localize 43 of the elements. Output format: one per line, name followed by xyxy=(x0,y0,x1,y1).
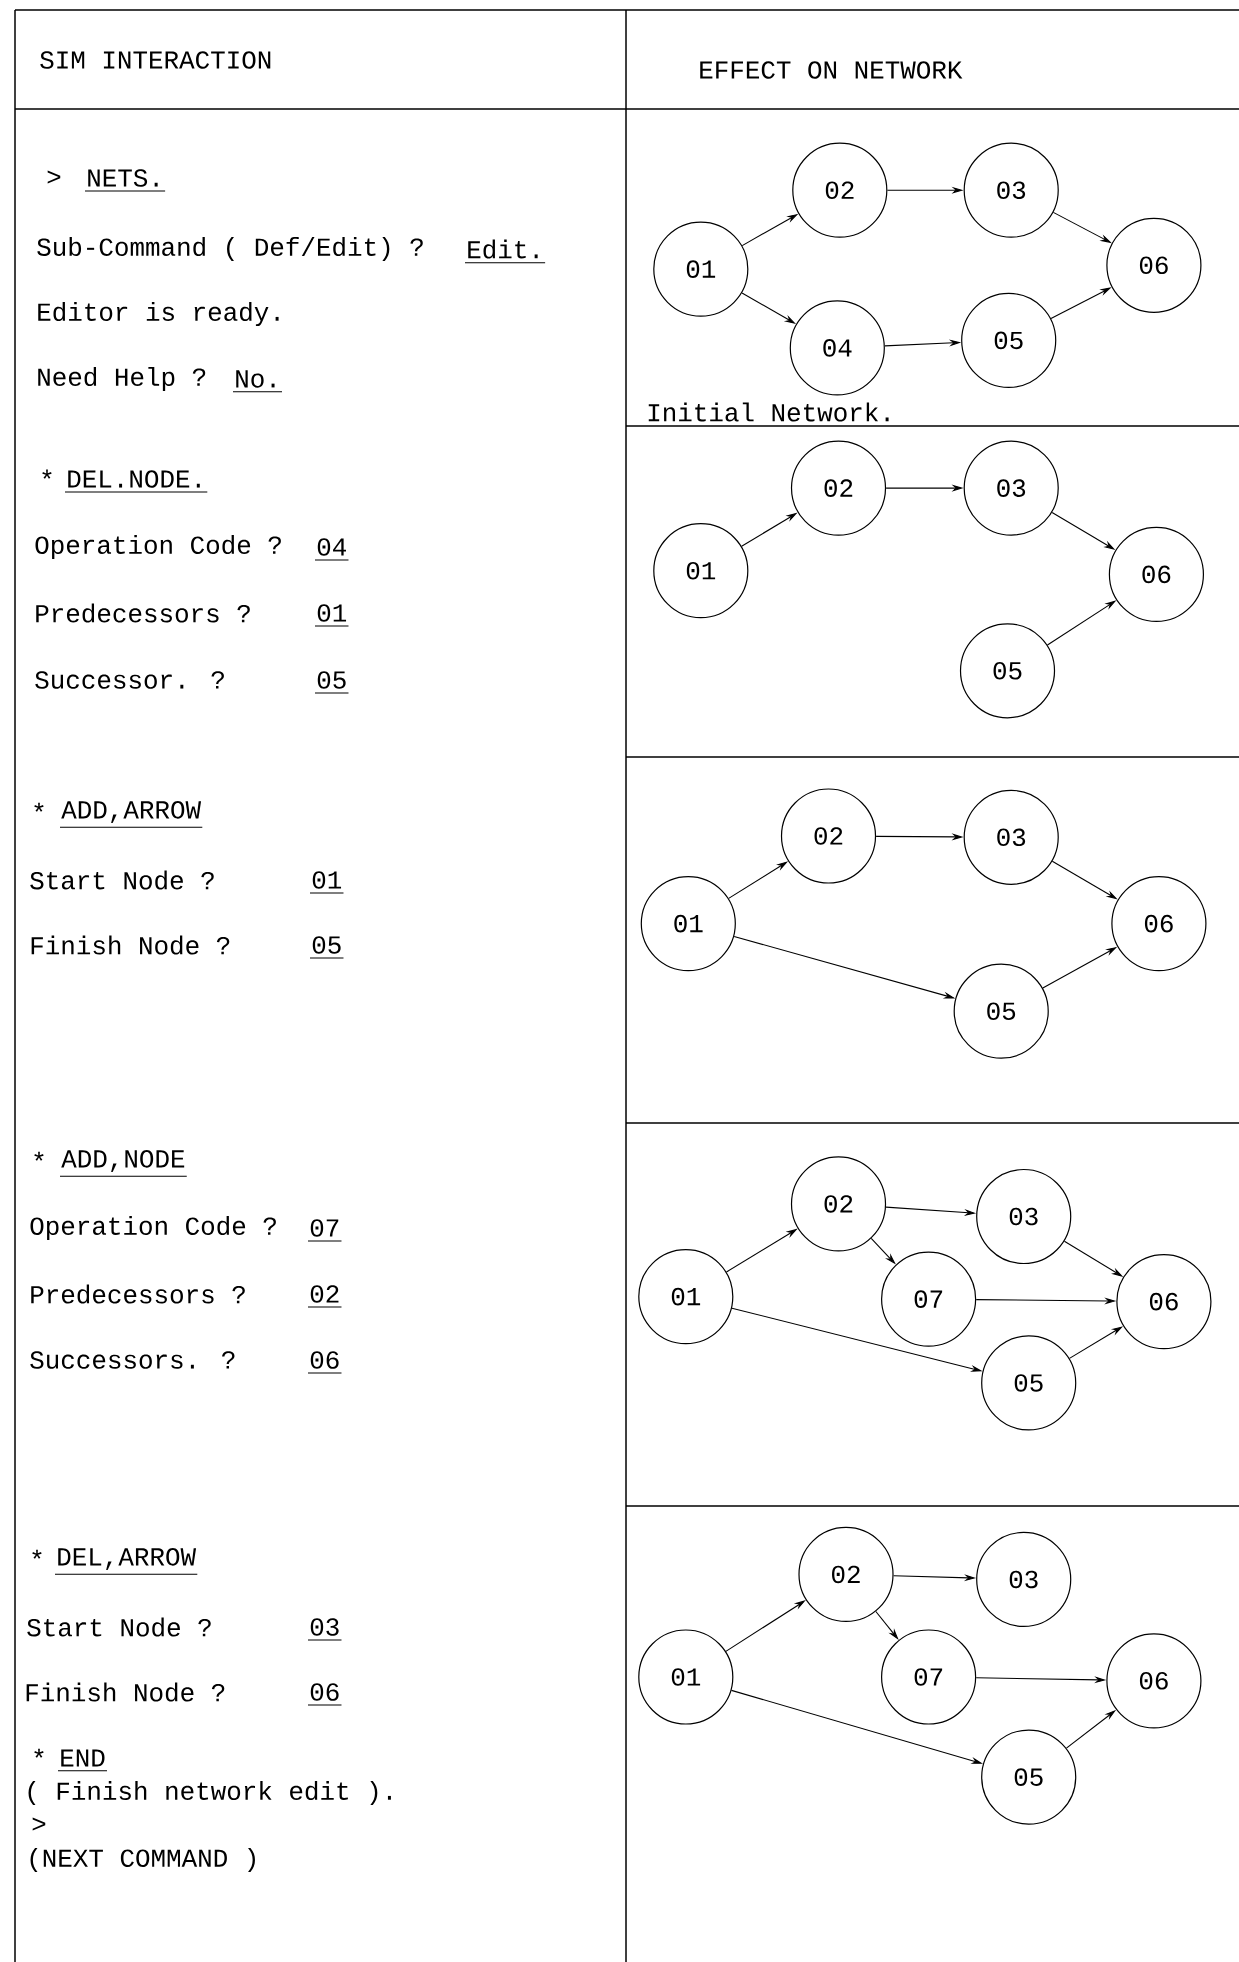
answer-text: ADD,NODE xyxy=(59,1150,188,1177)
prompt-text: Start Node ? xyxy=(30,870,214,890)
answer-text: DEL.NODE. xyxy=(64,470,208,493)
prompt-text: Start Node ? xyxy=(27,1617,211,1637)
prompt-text: Sub-Command ( Def/Edit) ? xyxy=(37,236,423,262)
prompt-text: ( Finish network edit ). xyxy=(28,1780,391,1806)
answer-text: 05 xyxy=(314,671,349,694)
prompt-text: Finish Node ? xyxy=(31,935,230,955)
prompt-text: * xyxy=(32,1549,42,1559)
answer-text: 06 xyxy=(307,1683,342,1706)
caption: Initial Network. xyxy=(648,402,889,422)
prompt-text: (NEXT COMMAND ) xyxy=(30,1847,255,1873)
answer-text: No. xyxy=(232,370,283,393)
answer-text: DEL,ARROW xyxy=(54,1548,198,1575)
answer-text: 04 xyxy=(314,538,349,561)
prompt-text: Successors. ? xyxy=(30,1351,235,1369)
answer-text: 06 xyxy=(307,1351,342,1374)
prompt-text: Predecessors ? xyxy=(31,1284,245,1304)
prompt-text: > xyxy=(47,170,61,184)
prompt-text: Need Help ? xyxy=(38,366,206,392)
answer-text: Edit. xyxy=(464,239,546,264)
answer-text: NETS. xyxy=(84,169,166,192)
prompt-text: Successor. ? xyxy=(35,671,224,689)
prompt-text: * xyxy=(34,1151,44,1161)
prompt-text: > xyxy=(32,1817,46,1831)
prompt-text: * xyxy=(34,1748,44,1758)
prompt-text: Finish Node ? xyxy=(26,1682,225,1702)
prompt-text: * xyxy=(42,469,52,479)
answer-text: 02 xyxy=(307,1285,342,1308)
prompt-text: Predecessors ? xyxy=(36,603,250,623)
answer-text: END xyxy=(57,1749,108,1772)
answer-text: ADD,ARROW xyxy=(59,801,203,828)
column-header: SIM INTERACTION xyxy=(40,51,271,69)
answer-text: 01 xyxy=(309,871,344,894)
prompt-text: * xyxy=(34,802,44,812)
prompt-text: Editor is ready. xyxy=(38,301,279,327)
prompt-text: Operation Code ? xyxy=(30,1215,276,1241)
answer-text: 07 xyxy=(307,1219,342,1242)
answer-text: 03 xyxy=(307,1618,342,1641)
column-header: EFFECT ON NETWORK xyxy=(700,61,963,79)
answer-text: 05 xyxy=(309,936,344,959)
answer-text: 01 xyxy=(314,604,349,627)
prompt-text: Operation Code ? xyxy=(35,534,281,560)
